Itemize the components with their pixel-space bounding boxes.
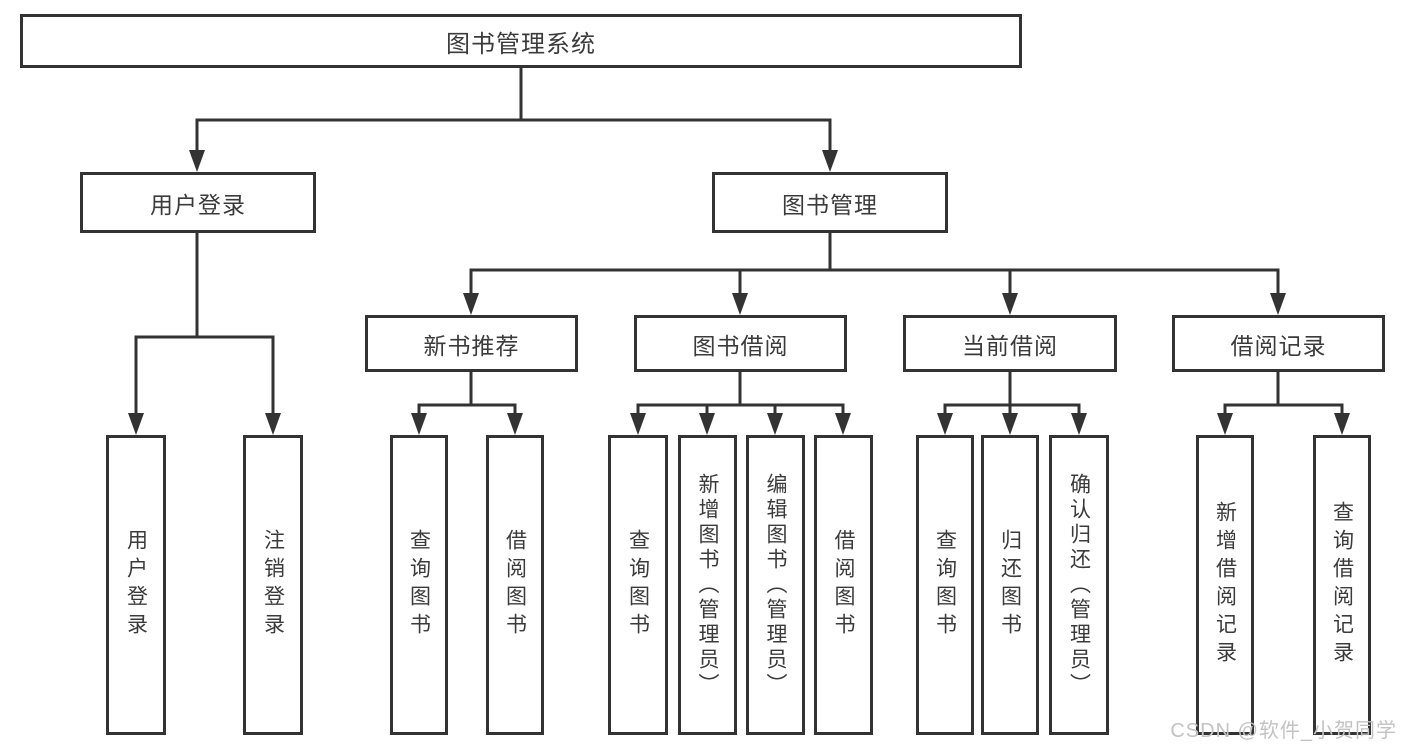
leaf-records-query-record: 查询借阅记录 [1313, 435, 1371, 735]
node-root-system: 图书管理系统 [20, 14, 1022, 68]
leaf-logout: 注销登录 [243, 435, 303, 735]
leaf-borrowing-borrow-books: 借阅图书 [814, 435, 873, 735]
leaf-user-login: 用户登录 [106, 435, 166, 735]
node-current-borrowing: 当前借阅 [903, 315, 1117, 372]
leaf-records-add-record: 新增借阅记录 [1196, 435, 1254, 735]
node-new-book-recommend: 新书推荐 [365, 315, 578, 372]
leaf-current-query-books: 查询图书 [916, 435, 974, 735]
leaf-borrowing-edit-book-admin: 编辑图书（管理员） [746, 435, 805, 735]
node-book-management: 图书管理 [712, 172, 948, 233]
node-user-login: 用户登录 [80, 172, 316, 233]
node-borrow-records: 借阅记录 [1172, 315, 1385, 372]
csdn-watermark: CSDN @软件_小贺同学 [1170, 720, 1397, 742]
leaf-recommend-query-books: 查询图书 [390, 435, 448, 735]
leaf-current-confirm-return-admin: 确认归还（管理员） [1049, 435, 1109, 735]
leaf-current-return-books: 归还图书 [981, 435, 1039, 735]
arrowheads [128, 150, 1350, 435]
node-book-borrowing: 图书借阅 [634, 315, 847, 372]
leaf-borrowing-add-book-admin: 新增图书（管理员） [678, 435, 737, 735]
leaf-borrowing-query-books: 查询图书 [608, 435, 668, 735]
leaf-recommend-borrow-books: 借阅图书 [486, 435, 544, 735]
